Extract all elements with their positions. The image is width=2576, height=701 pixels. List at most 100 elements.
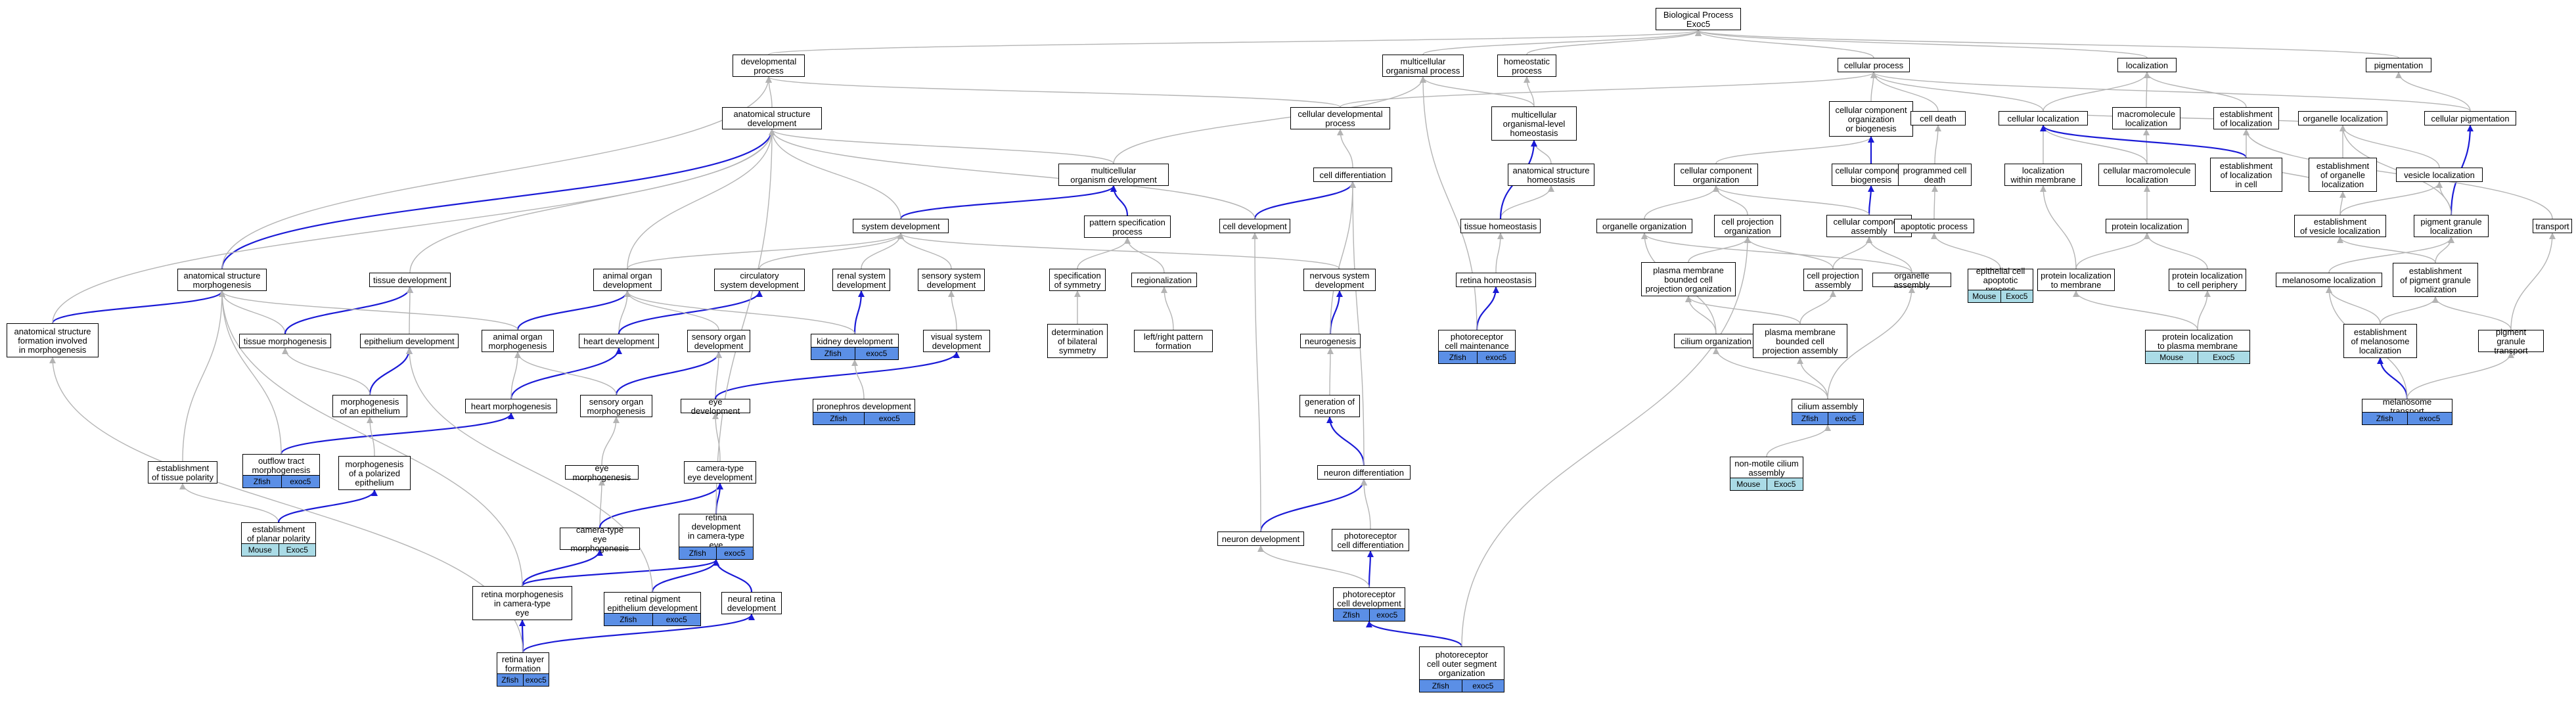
go-term-genneur[interactable]: generation of neurons bbox=[1299, 395, 1360, 417]
gene-cell[interactable]: exoc5 bbox=[854, 348, 898, 359]
go-term-renal[interactable]: renal system development bbox=[832, 269, 890, 291]
go-term-asdev[interactable]: anatomical structure development bbox=[722, 107, 822, 129]
go-term-asmorph[interactable]: anatomical structure morphogenesis bbox=[177, 269, 267, 291]
go-term-cmmloc[interactable]: cellular macromolecule localization bbox=[2098, 164, 2196, 186]
go-term-neurdiff[interactable]: neuron differentiation bbox=[1317, 465, 1411, 480]
go-term-pcdiff[interactable]: photoreceptor cell differentiation bbox=[1332, 529, 1409, 551]
go-term-morphepi[interactable]: morphogenesis of an epithelium bbox=[332, 395, 407, 417]
species-cell[interactable]: Mouse bbox=[1968, 290, 2000, 302]
gene-cell[interactable]: exoc5 bbox=[1461, 680, 1504, 692]
go-term-sensdev[interactable]: sensory system development bbox=[918, 269, 985, 291]
go-term-aodev[interactable]: animal organ development bbox=[593, 269, 662, 291]
go-term-epidev[interactable]: epithelium development bbox=[360, 334, 459, 348]
go-term-cpo[interactable]: cell projection organization bbox=[1714, 215, 1781, 237]
go-term-cellp[interactable]: cellular process bbox=[1838, 58, 1910, 72]
go-term-cted[interactable]: camera-type eye development bbox=[684, 461, 756, 484]
species-cell[interactable]: Mouse bbox=[242, 544, 279, 556]
species-cell[interactable]: Zfish bbox=[679, 547, 716, 559]
species-cell[interactable]: Zfish bbox=[811, 348, 855, 359]
species-cell[interactable]: Zfish bbox=[1792, 413, 1828, 424]
go-term-morphpol[interactable]: morphogenesis of a polarized epithelium bbox=[338, 456, 411, 490]
go-term-cco[interactable]: cellular component organization bbox=[1674, 164, 1758, 186]
go-term-celldev[interactable]: cell development bbox=[1219, 219, 1290, 233]
go-term-apop[interactable]: apoptotic process bbox=[1894, 219, 1974, 233]
go-term-neurogen[interactable]: neurogenesis bbox=[1300, 334, 1361, 348]
go-term-region[interactable]: regionalization bbox=[1131, 273, 1197, 287]
go-term-eyedev[interactable]: eye development bbox=[681, 397, 750, 416]
go-term-heartdev[interactable]: heart development bbox=[579, 334, 659, 348]
go-term-macroloc[interactable]: macromolecule localization bbox=[2112, 107, 2181, 129]
go-term-cpa[interactable]: cell projection assembly bbox=[1803, 269, 1863, 291]
species-cell[interactable]: Mouse bbox=[2146, 351, 2198, 363]
go-term-neurondev[interactable]: neuron development bbox=[1217, 531, 1304, 546]
species-cell[interactable]: Zfish bbox=[1439, 351, 1477, 363]
go-term-pigm[interactable]: pigmentation bbox=[2366, 58, 2431, 72]
go-term-specsym[interactable]: specification of symmetry bbox=[1049, 269, 1106, 291]
go-term-tissdev[interactable]: tissue development bbox=[369, 273, 451, 287]
go-term-pgt[interactable]: pigment granule transport bbox=[2478, 328, 2544, 355]
go-term-estmel[interactable]: establishment of melanosome localization bbox=[2343, 324, 2417, 358]
gene-cell[interactable]: exoc5 bbox=[1368, 609, 1405, 621]
go-term-nrd[interactable]: neural retina development bbox=[721, 592, 782, 614]
go-term-pmbcpa[interactable]: plasma membrane bounded cell projection … bbox=[1753, 324, 1847, 358]
go-term-pcd[interactable]: programmed cell death bbox=[1898, 164, 1972, 186]
gene-cell[interactable]: Exoc5 bbox=[1766, 478, 1803, 490]
gene-cell[interactable]: exoc5 bbox=[652, 614, 700, 625]
species-cell[interactable]: Zfish bbox=[243, 476, 281, 487]
species-cell[interactable]: Zfish bbox=[2362, 413, 2407, 424]
gene-cell[interactable]: exoc5 bbox=[2407, 413, 2452, 424]
species-cell[interactable]: Zfish bbox=[1420, 680, 1462, 692]
go-term-ccbio[interactable]: cellular component biogenesis bbox=[1832, 164, 1910, 186]
go-term-tisshomeo[interactable]: tissue homeostasis bbox=[1460, 219, 1541, 233]
go-term-lrpat[interactable]: left/right pattern formation bbox=[1134, 330, 1213, 352]
gene-cell[interactable]: exoc5 bbox=[715, 547, 753, 559]
gene-cell[interactable]: exoc5 bbox=[281, 476, 319, 487]
go-term-bp[interactable]: Biological Process Exoc5 bbox=[1656, 8, 1741, 30]
go-term-celldiff[interactable]: cell differentiation bbox=[1313, 168, 1392, 182]
go-term-somorph[interactable]: sensory organ morphogenesis bbox=[580, 395, 652, 417]
species-cell[interactable]: Mouse bbox=[1730, 478, 1767, 490]
go-term-circ[interactable]: circulatory system development bbox=[714, 269, 805, 291]
species-cell[interactable]: Zfish bbox=[604, 614, 652, 625]
go-term-sysdev[interactable]: system development bbox=[853, 219, 949, 233]
go-term-dev[interactable]: developmental process bbox=[733, 55, 805, 77]
go-term-patspec[interactable]: pattern specification process bbox=[1084, 215, 1171, 238]
go-term-plm[interactable]: protein localization to membrane bbox=[2037, 269, 2115, 291]
go-term-retmorph[interactable]: retina morphogenesis in camera-type eye bbox=[472, 586, 572, 620]
gene-cell[interactable]: exoc5 bbox=[1476, 351, 1515, 363]
go-term-estpgl[interactable]: establishment of pigment granule localiz… bbox=[2393, 263, 2478, 297]
species-cell[interactable]: Zfish bbox=[813, 413, 864, 424]
go-term-mlhomeo[interactable]: multicellular organismal-level homeostas… bbox=[1491, 106, 1577, 141]
go-term-celldeath[interactable]: cell death bbox=[1910, 111, 1966, 125]
go-term-visdev[interactable]: visual system development bbox=[923, 330, 990, 352]
go-term-detbilat[interactable]: determination of bilateral symmetry bbox=[1047, 324, 1108, 358]
go-term-homeo[interactable]: homeostatic process bbox=[1497, 55, 1556, 77]
go-term-plcp[interactable]: protein localization to cell periphery bbox=[2169, 269, 2246, 291]
go-term-celldevp[interactable]: cellular developmental process bbox=[1290, 107, 1390, 129]
go-term-pcos[interactable]: photoreceptor cell outer segment organiz… bbox=[1419, 646, 1504, 692]
gene-cell[interactable]: exoc5 bbox=[522, 674, 549, 686]
gene-cell[interactable]: Exoc5 bbox=[278, 544, 315, 556]
gene-cell[interactable]: exoc5 bbox=[1827, 413, 1863, 424]
go-term-cilorg[interactable]: cilium organization bbox=[1674, 334, 1758, 348]
go-term-asfm[interactable]: anatomical structure formation involved … bbox=[7, 323, 99, 357]
go-term-melloc[interactable]: melanosome localization bbox=[2276, 273, 2382, 287]
go-term-estlocc[interactable]: establishment of localization in cell bbox=[2210, 158, 2282, 192]
go-term-cellloc[interactable]: cellular localization bbox=[1999, 111, 2088, 125]
species-cell[interactable]: Zfish bbox=[497, 674, 523, 686]
go-term-vesloc[interactable]: vesicle localization bbox=[2396, 168, 2483, 182]
go-term-estplanar[interactable]: establishment of tissue polarity bbox=[148, 461, 217, 484]
go-term-retinahomeo[interactable]: retina homeostasis bbox=[1456, 273, 1536, 287]
go-term-heartmorph[interactable]: heart morphogenesis bbox=[465, 399, 557, 413]
go-term-eyemorph[interactable]: eye morphogenesis bbox=[565, 464, 639, 482]
